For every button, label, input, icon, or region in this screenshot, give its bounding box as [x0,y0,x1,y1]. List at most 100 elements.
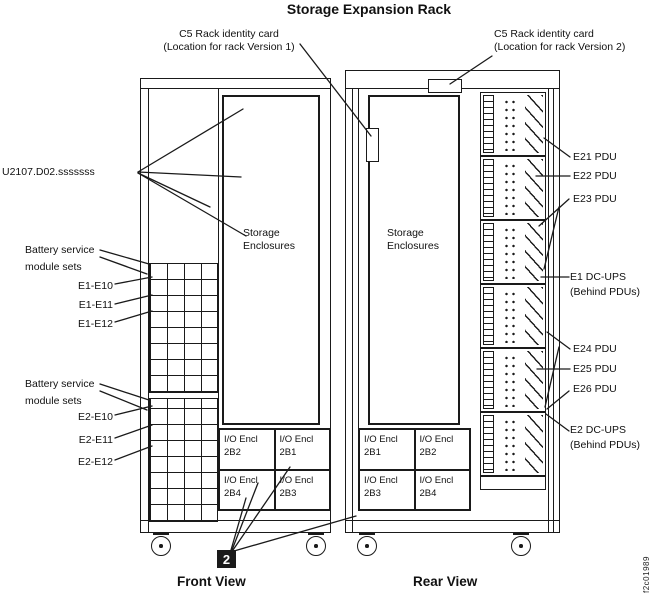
battery-set-e2-e11-label: E2-E11 [78,434,113,446]
outlet-strip-icon [483,159,494,217]
indicator-dots-icon [501,97,515,151]
leader-rack-id [137,171,242,178]
leader-battery-upper [99,256,148,275]
battery-set-e1-e11-label: E1-E11 [78,299,113,311]
outlet-strip-icon [483,287,494,345]
outlet-strip-icon [483,223,494,281]
rear-rack-frame [345,70,560,533]
rack-id-label: U2107.D02.sssssss [2,166,95,178]
pdu-module-e25 [480,348,546,412]
indicator-dots-icon [501,353,515,407]
battery-set-e1-e10-label: E1-E10 [77,280,113,292]
leader-e2-e12 [114,445,153,461]
callout-2-badge: 2 [217,550,236,568]
leader-e1-e12 [114,310,153,323]
leader-e26 [546,390,570,410]
outlet-strip-icon [483,351,494,409]
outlet-strip-icon [483,415,494,473]
e26-pdu-label: E26 PDU [573,383,617,395]
battery-module-grid-upper [149,263,218,393]
pdu-module-e23 [480,220,546,284]
rear-storage-enclosures-label: Storage Enclosures [387,227,439,252]
e21-pdu-label: E21 PDU [573,151,617,163]
c5-rack-identity-card-v2 [428,79,462,93]
rear-rack-inner-wall [358,88,360,428]
rear-rack-right-wall-inner [553,88,555,533]
front-rack-left-wall [148,88,150,533]
leader-rack-id [137,172,211,208]
c5-card-v1-label: C5 Rack identity card (Location for rack… [163,28,295,53]
battery-module-grid-lower [149,398,218,522]
rear-rack-right-wall [548,88,550,533]
outlet-strip-icon [483,95,494,153]
leader-e23 [538,198,570,227]
figure-id-label: f2c01989 [642,556,651,593]
battery-set-e2-e10-label: E2-E10 [77,411,113,423]
side-hatch-icon [525,159,543,217]
rear-rack-bottom-rail [345,520,560,522]
e23-pdu-label: E23 PDU [573,193,617,205]
leader-callout-2 [233,515,357,552]
leader-callout-2 [230,497,247,551]
pdu-module-e21 [480,92,546,156]
frame-brace [543,206,560,270]
battery-upper-label: Battery service module sets [25,244,95,273]
indicator-dots-icon [501,161,515,215]
side-hatch-icon [525,287,543,345]
leader-e1-e11 [114,294,153,305]
front-rack-divider [218,88,220,428]
battery-set-e2-e12-label: E2-E12 [77,456,113,468]
leader-e1-e10 [114,276,153,285]
side-hatch-icon [525,351,543,409]
leader-e21 [543,137,571,158]
side-hatch-icon [525,415,543,473]
leader-rack-id [137,172,247,237]
pdu-module-e26 [480,412,546,476]
leader-e2-e10 [114,405,153,416]
frame-brace [544,346,560,408]
front-view-label: Front View [177,574,246,589]
front-storage-enclosure-box [222,95,320,425]
caster-wheel-icon [306,533,326,556]
e2-dc-ups-label: E2 DC-UPS (Behind PDUs) [570,424,641,451]
battery-lower-label: Battery service module sets [25,378,95,407]
leader-battery-lower [99,383,150,401]
e24-pdu-label: E24 PDU [573,343,617,355]
e25-pdu-label: E25 PDU [573,363,617,375]
pdu-module-e24 [480,284,546,348]
front-rack-top-rail [140,88,331,90]
c5-card-v2-label: C5 Rack identity card (Location for rack… [494,28,626,53]
c5-rack-identity-card-v1 [366,128,379,162]
e1-dc-ups-label: E1 DC-UPS (Behind PDUs) [570,271,641,298]
pdu-column-base [480,476,546,490]
leader-battery-upper [99,249,150,265]
front-rack-bottom-rail [140,520,331,522]
caster-wheel-icon [357,533,377,556]
pdu-module-e22 [480,156,546,220]
battery-set-e1-e12-label: E1-E12 [77,318,113,330]
diagram-title: Storage Expansion Rack [286,1,452,17]
leader-e24 [546,331,571,350]
leader-callout-2 [232,466,291,551]
rear-rack-left-wall [352,88,354,533]
caster-wheel-icon [151,533,171,556]
e22-pdu-label: E22 PDU [573,170,617,182]
leader-c5-v1 [299,43,372,137]
indicator-dots-icon [501,225,515,279]
leader-e2-e11 [114,424,153,439]
leader-c5-v2 [449,55,493,85]
indicator-dots-icon [501,417,515,471]
rear-view-label: Rear View [413,574,478,589]
leader-callout-2 [231,482,259,551]
leader-battery-lower [99,390,148,411]
side-hatch-icon [525,223,543,281]
